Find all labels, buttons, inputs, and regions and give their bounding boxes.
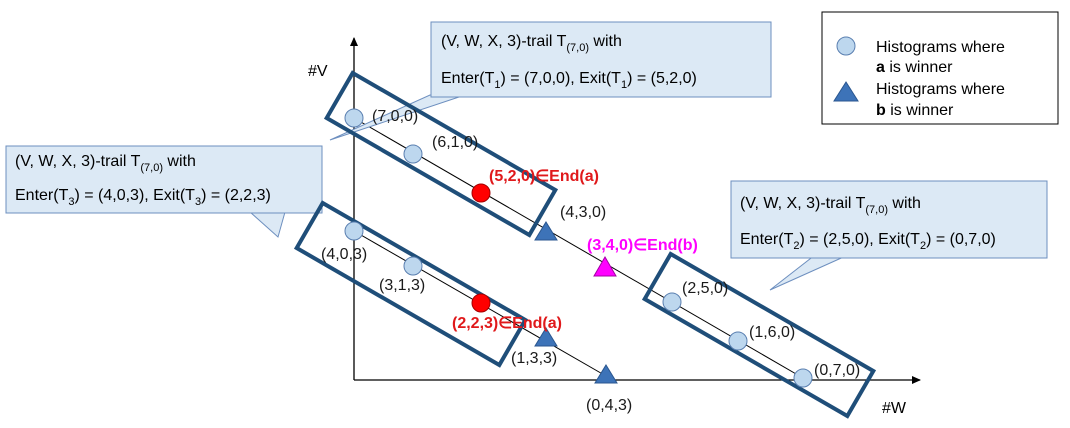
callout-t1-title: (V, W, X, 3)-trail T: [441, 33, 567, 50]
callout-t3-title: (V, W, X, 3)-trail T: [15, 153, 141, 170]
callout-t1-l2c: ) = (7,0,0), Exit(T: [500, 70, 621, 87]
callout-t3-l2e: ) = (2,2,3): [201, 187, 271, 204]
point-340-marker: [593, 256, 617, 277]
callout-t2-tail: [769, 254, 849, 291]
legend-triangle-line1: Histograms where: [876, 81, 1005, 98]
trail-t1-frame: [323, 70, 559, 238]
point-340-label: (3,4,0)∈End(b): [587, 237, 698, 254]
point-610-marker: [403, 144, 423, 164]
legend-circle-swatch: [836, 36, 856, 56]
svg-text:Enter(T2) = (2,5,0), Exit(T2): Enter(T2) = (2,5,0), Exit(T2) = (0,7,0): [740, 231, 996, 252]
callout-t1-l2d: 1: [621, 79, 627, 91]
svg-text:b is winner: b is winner: [876, 102, 954, 119]
x-axis-label: #W: [882, 400, 907, 417]
callout-t2-with: with: [888, 195, 921, 212]
point-043-marker: [594, 364, 618, 384]
legend-circle-line1: Histograms where: [876, 39, 1005, 56]
point-160-marker: [728, 331, 748, 351]
svg-text:a is winner: a is winner: [876, 59, 953, 76]
svg-text:(V, W, X, 3)-trail T(7,0) with: (V, W, X, 3)-trail T(7,0) with: [441, 33, 622, 54]
point-250-label: (2,5,0): [682, 280, 728, 297]
point-430-marker: [534, 221, 558, 241]
point-250-marker: [662, 292, 682, 312]
point-223-marker: [471, 293, 491, 313]
y-axis-label: #V: [308, 63, 328, 80]
point-160-label: (1,6,0): [749, 324, 795, 341]
point-070-marker: [793, 368, 813, 388]
point-700-label: (7,0,0): [372, 108, 418, 125]
point-313-label: (3,1,3): [379, 277, 425, 294]
point-403-marker: [344, 221, 364, 241]
legend-triangle-swatch: [833, 81, 859, 102]
point-313-marker: [403, 256, 423, 276]
trail-t2-frame: [641, 251, 877, 419]
callout-t1-l2a: Enter(T: [441, 70, 495, 87]
point-403-label: (4,0,3): [321, 246, 367, 263]
point-520-end-label: (5,2,0)∈End(a): [489, 168, 599, 185]
callout-t3: (V, W, X, 3)-trail T(7,0) with Enter(T3)…: [5, 145, 323, 214]
svg-text:Enter(T1) = (7,0,0), Exit(T1): Enter(T1) = (7,0,0), Exit(T1) = (5,2,0): [441, 70, 697, 91]
callout-t3-l2c: ) = (4,0,3), Exit(T: [74, 187, 195, 204]
callout-t1-l2b: 1: [494, 79, 500, 91]
point-223-end-label: (2,2,3)∈End(a): [452, 315, 562, 332]
point-043-label: (0,4,3): [586, 397, 632, 414]
callout-t1-sub: (7,0): [566, 42, 589, 54]
trail-t3-frame: [293, 200, 529, 368]
line-upper: [353, 117, 804, 379]
callout-t3-l2d: 3: [195, 196, 201, 208]
callout-t2-l2e: ) = (0,7,0): [926, 231, 996, 248]
callout-t1-l2e: ) = (5,2,0): [627, 70, 697, 87]
callout-t2-l2b: 2: [793, 240, 799, 252]
callout-t3-l2b: 3: [68, 196, 74, 208]
callout-t3-tail: [248, 211, 286, 238]
legend-triangle-line2: is winner: [886, 102, 954, 119]
legend-triangle-bold: b: [876, 102, 886, 119]
point-133-label: (1,3,3): [511, 350, 557, 367]
callout-t1: (V, W, X, 3)-trail T(7,0) with Enter(T1)…: [430, 21, 772, 98]
point-070-label: (0,7,0): [814, 362, 860, 379]
callout-t3-sub: (7,0): [140, 162, 163, 174]
callout-t2-l2d: 2: [920, 240, 926, 252]
callout-t2-l2c: ) = (2,5,0), Exit(T: [799, 231, 920, 248]
callout-t3-l2a: Enter(T: [15, 187, 69, 204]
point-700-marker: [344, 108, 364, 128]
callout-t1-with: with: [589, 33, 622, 50]
callout-t2-l2a: Enter(T: [740, 231, 794, 248]
callout-t2-title: (V, W, X, 3)-trail T: [740, 195, 866, 212]
point-133-marker: [534, 327, 558, 347]
point-430-label: (4,3,0): [560, 204, 606, 221]
callout-t2: (V, W, X, 3)-trail T(7,0) with Enter(T2)…: [730, 180, 1048, 259]
svg-text:(V, W, X, 3)-trail T(7,0) with: (V, W, X, 3)-trail T(7,0) with: [740, 195, 921, 216]
callout-t2-sub: (7,0): [865, 204, 888, 216]
legend-circle-line2: is winner: [885, 59, 953, 76]
callout-t3-with: with: [163, 153, 196, 170]
svg-text:Enter(T3) = (4,0,3), Exit(T3): Enter(T3) = (4,0,3), Exit(T3) = (2,2,3): [15, 187, 271, 208]
legend-circle-bold: a: [876, 59, 885, 76]
point-520-marker: [471, 183, 491, 203]
legend: Histograms where a is winner Histograms …: [821, 11, 1059, 125]
point-610-label: (6,1,0): [432, 134, 478, 151]
svg-text:(V, W, X, 3)-trail T(7,0) with: (V, W, X, 3)-trail T(7,0) with: [15, 153, 196, 174]
